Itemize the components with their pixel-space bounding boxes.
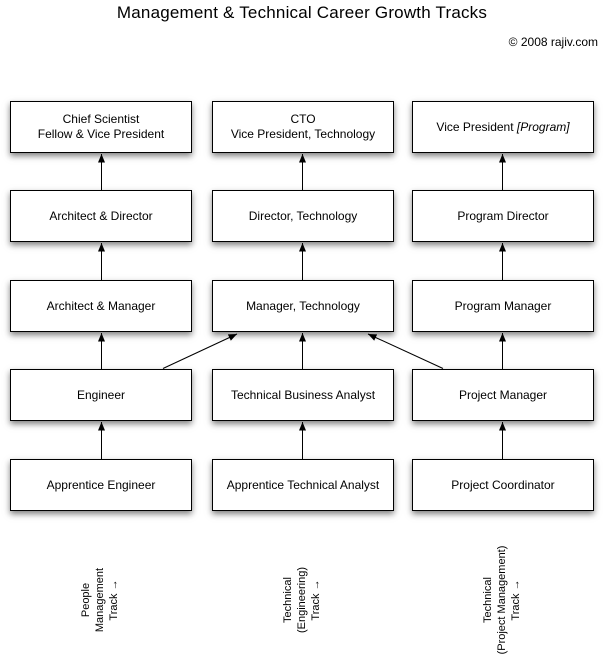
box-label: Technical Business Analyst: [230, 387, 376, 402]
box-technical-business-analyst: Technical Business Analyst: [212, 369, 394, 421]
box-label: Apprentice Engineer: [46, 477, 156, 492]
track-label-technical-project-management: Technical (Project Management) Track →: [481, 535, 525, 663]
box-project-manager: Project Manager: [412, 369, 594, 421]
track-label-line: Track →: [510, 579, 522, 621]
track-label-people-management: People Management Track →: [79, 535, 123, 663]
box-manager-technology: Manager, Technology: [212, 280, 394, 332]
box-label: Apprentice Technical Analyst: [226, 477, 380, 492]
box-label: Engineer: [76, 387, 126, 402]
track-label-line: Track →: [310, 579, 322, 621]
arrow-project-manager-to-manager-technology: [367, 333, 444, 369]
track-label-technical-engineering: Technical (Engineering) Track →: [281, 535, 325, 663]
track-label-line: Technical: [282, 577, 294, 623]
page-title: Management & Technical Career Growth Tra…: [116, 3, 488, 22]
box-label: Project Manager: [458, 387, 548, 402]
box-label: Project Coordinator: [451, 477, 555, 492]
box-label-italic: [Program]: [516, 119, 570, 134]
arrow-engineer-to-manager-technology: [162, 333, 238, 369]
box-director-technology: Director, Technology: [212, 190, 394, 242]
box-label-line: CTO: [290, 112, 316, 126]
track-label-line: (Project Management): [496, 545, 508, 655]
box-label: Program Director: [457, 208, 549, 223]
box-program-manager: Program Manager: [412, 280, 594, 332]
box-label: Manager, Technology: [246, 298, 360, 313]
box-apprentice-engineer: Apprentice Engineer: [10, 459, 192, 511]
track-label-line: Management: [94, 567, 106, 633]
box-label-text: Vice President: [436, 119, 517, 134]
box-engineer: Engineer: [10, 369, 192, 421]
track-label-line: (Engineering): [296, 566, 308, 634]
box-vice-president-program: Vice President [Program]: [412, 101, 594, 153]
box-project-coordinator: Project Coordinator: [412, 459, 594, 511]
box-program-director: Program Director: [412, 190, 594, 242]
box-architect-manager: Architect & Manager: [10, 280, 192, 332]
track-label-line: People: [80, 582, 92, 618]
track-label-line: Track →: [108, 579, 120, 621]
box-label: Program Manager: [454, 298, 552, 313]
box-apprentice-technical-analyst: Apprentice Technical Analyst: [212, 459, 394, 511]
box-label: Vice President [Program]: [436, 120, 569, 135]
box-label: Director, Technology: [248, 208, 358, 223]
box-label: Architect & Director: [49, 208, 153, 223]
box-label-line: Vice President, Technology: [230, 127, 376, 141]
box-label-line: Chief Scientist: [62, 112, 140, 126]
copyright-notice: © 2008 rajiv.com: [508, 35, 598, 49]
box-label-line: Fellow & Vice President: [37, 127, 165, 141]
box-label: Architect & Manager: [46, 298, 156, 313]
box-architect-director: Architect & Director: [10, 190, 192, 242]
box-chief-scientist: Chief Scientist Fellow & Vice President: [10, 101, 192, 153]
box-cto: CTO Vice President, Technology: [212, 101, 394, 153]
track-label-line: Technical: [482, 577, 494, 623]
